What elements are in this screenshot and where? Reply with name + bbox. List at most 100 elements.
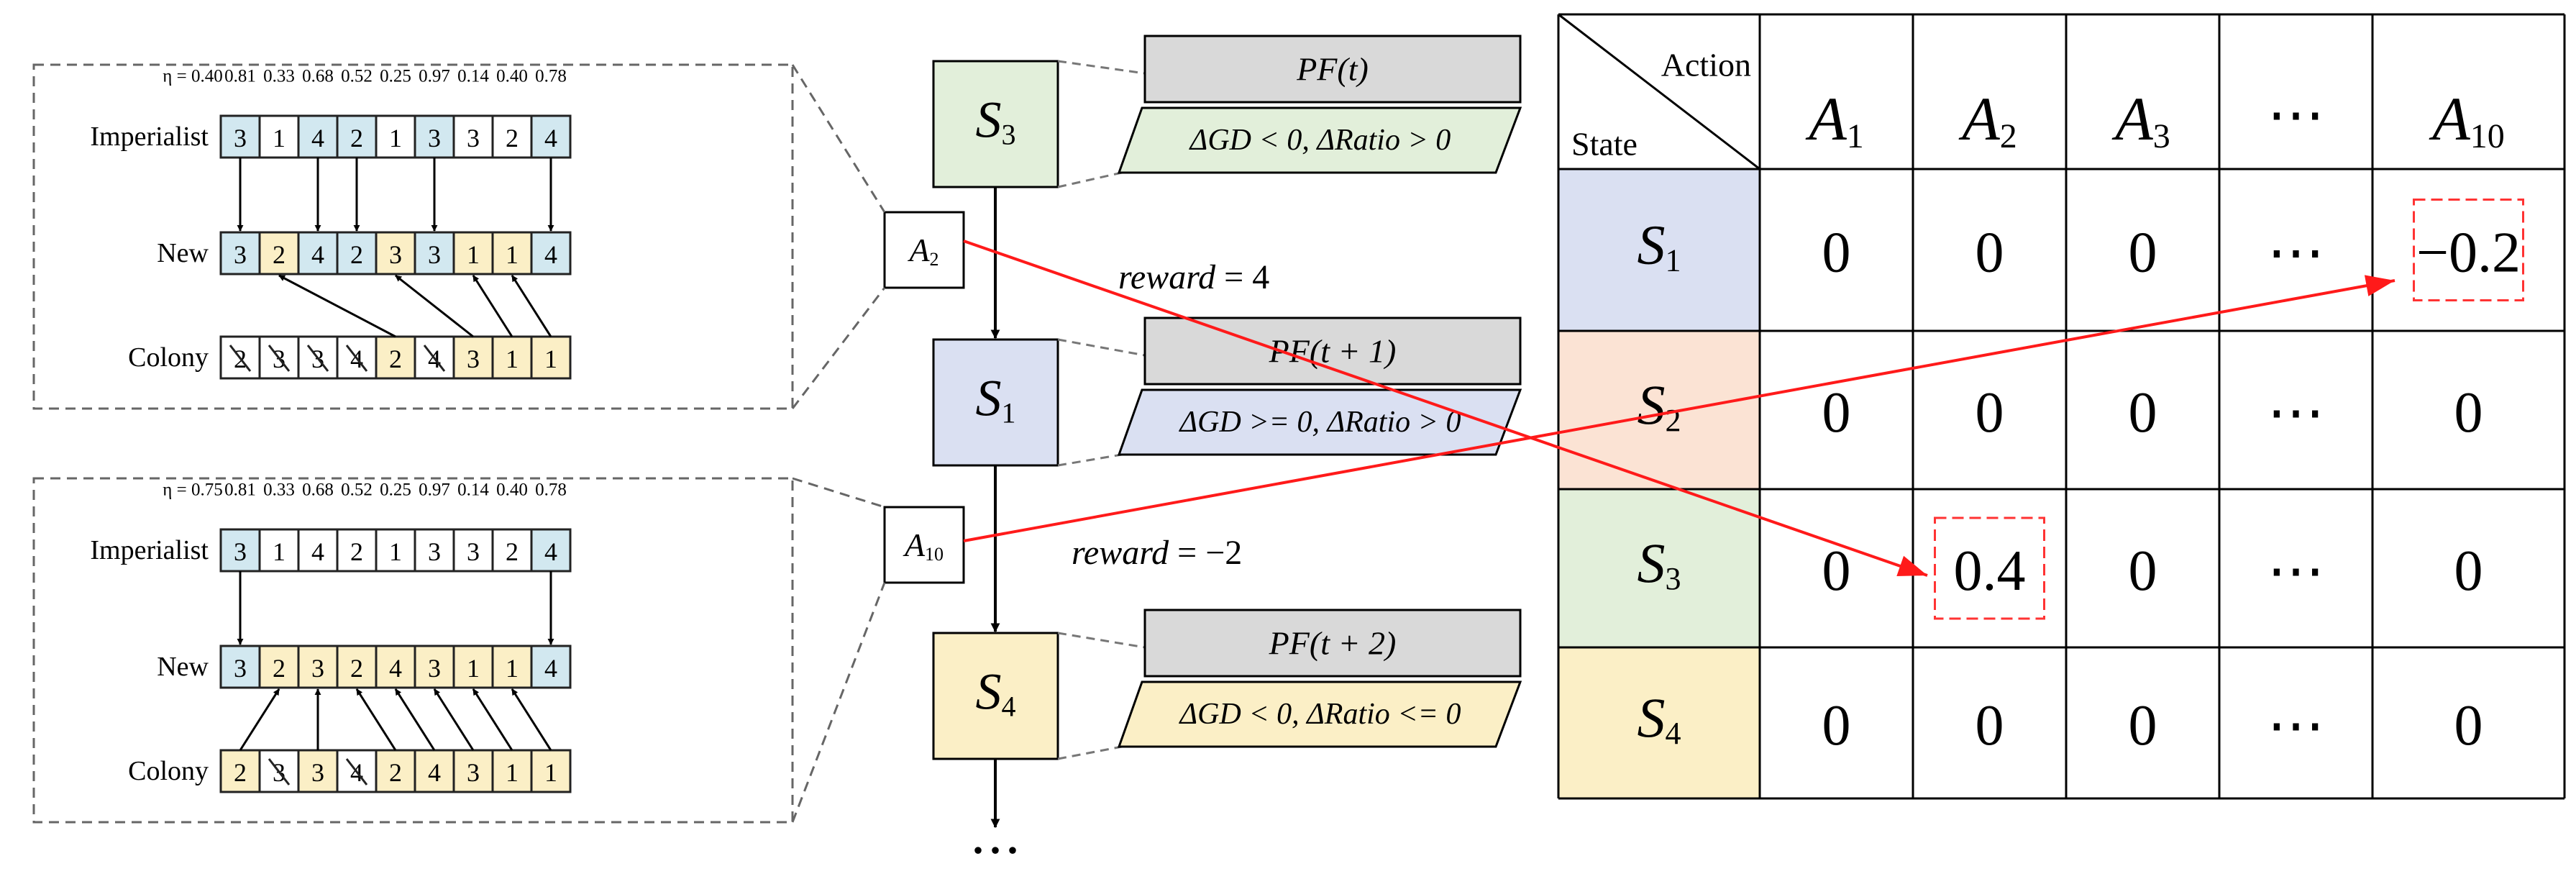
imperialist-gene-value: 2 — [506, 124, 519, 152]
colony-gene-value: 1 — [506, 758, 519, 787]
q-value: 0 — [1822, 539, 1851, 603]
dashed-frame — [32, 63, 794, 410]
imperialist-gene-cell — [258, 528, 300, 573]
fill-arrow — [472, 688, 513, 751]
new-gene-value: 3 — [234, 240, 247, 269]
prob-value: 0.97 — [419, 481, 450, 500]
column-header-2: A2 — [1958, 84, 2017, 155]
q-value: 0 — [2129, 694, 2157, 757]
pf-label: PF(t + 2) — [1269, 625, 1397, 662]
dashed-connector — [791, 287, 886, 409]
colony-gene-cell — [219, 335, 261, 380]
new-gene-cell — [336, 645, 378, 689]
colony-gene-value: 3 — [467, 758, 480, 787]
imperialist-gene-value: 1 — [389, 537, 402, 566]
state-box-1 — [932, 338, 1059, 467]
column-header-10: A10 — [2429, 84, 2505, 155]
fill-arrow — [355, 688, 397, 751]
prob-value: 0.68 — [302, 67, 334, 86]
condition-box — [1117, 106, 1522, 174]
condition-text: ΔGD >= 0, ΔRatio > 0 — [1179, 406, 1461, 439]
imperialist-gene-value: 4 — [544, 124, 557, 152]
updated-cell-highlight — [2413, 199, 2524, 301]
new-gene-cell — [258, 645, 300, 689]
state-header-4: S4 — [1638, 686, 1681, 751]
imperialist-gene-value: 3 — [467, 537, 480, 566]
new-gene-value: 4 — [544, 654, 557, 683]
corner-state-label: State — [1571, 126, 1638, 163]
condition-box — [1117, 680, 1522, 748]
colony-gene-value: 1 — [544, 345, 557, 373]
q-value: 0 — [1822, 222, 1851, 285]
a2-to-s3-arrow-head — [1896, 555, 1927, 577]
colony-gene-value: 2 — [234, 758, 247, 787]
state-row-header — [1558, 331, 1760, 489]
reward-label: reward = 4 — [1118, 258, 1269, 296]
q-value: 0 — [1822, 694, 1851, 757]
gene-strike — [229, 345, 252, 372]
new-gene-value: 1 — [467, 240, 480, 269]
new-gene-cell — [530, 231, 572, 275]
colony-label: Colony — [128, 342, 209, 373]
new-gene-value: 2 — [273, 654, 286, 683]
new-gene-value: 3 — [389, 240, 402, 269]
condition-text: ΔGD < 0, ΔRatio > 0 — [1189, 124, 1451, 157]
colony-gene-cell — [452, 335, 494, 380]
dashed-connector — [792, 477, 885, 509]
q-value: 0.4 — [1954, 539, 2026, 603]
colony-gene-value: 1 — [506, 345, 519, 373]
imperialist-gene-value: 4 — [311, 124, 324, 152]
prob-value: 0.78 — [535, 67, 567, 86]
imperialist-gene-value: 3 — [428, 124, 441, 152]
fill-arrow — [239, 688, 280, 751]
q-value: 0 — [2454, 381, 2483, 445]
q-value: 0 — [2454, 694, 2483, 757]
prob-value: 0.14 — [457, 481, 489, 500]
gene-strike — [423, 345, 446, 372]
colony-label: Colony — [128, 756, 209, 786]
state-row-header — [1558, 489, 1760, 647]
pf-header — [1143, 609, 1522, 678]
state-label-4: S4 — [976, 663, 1016, 723]
prob-value: 0.33 — [263, 67, 295, 86]
prob-value: 0.78 — [535, 481, 567, 500]
new-gene-cell — [530, 645, 572, 689]
q-value: 0 — [1976, 222, 2004, 285]
imperialist-gene-cell — [530, 114, 572, 159]
prob-value: 0.52 — [341, 481, 373, 500]
dashed-connector — [1057, 745, 1123, 760]
colony-gene-cell — [530, 749, 572, 793]
new-gene-value: 3 — [311, 654, 324, 683]
prob-value: 0.14 — [457, 67, 489, 86]
fill-arrow — [395, 274, 474, 338]
column-header-1: A1 — [1805, 84, 1864, 155]
imperialist-label: Imperialist — [90, 122, 209, 152]
new-gene-cell — [219, 645, 261, 689]
state-header-2: S2 — [1638, 373, 1681, 438]
colony-gene-value: 3 — [311, 758, 324, 787]
new-gene-cell — [491, 231, 533, 275]
dashed-connector — [1057, 338, 1146, 357]
imperialist-gene-cell — [491, 114, 533, 159]
prob-value: 0.40 — [496, 481, 528, 500]
q-value: ⋯ — [2267, 381, 2325, 445]
a2-to-s3-arrow — [963, 240, 1928, 577]
state-box-3 — [932, 60, 1059, 188]
q-value: 0 — [1976, 381, 2004, 445]
action-label-2: A2 — [907, 232, 938, 270]
imperialist-gene-value: 3 — [234, 124, 247, 152]
q-value: 0 — [2129, 539, 2157, 603]
colony-gene-value: 1 — [544, 758, 557, 787]
prob-value: 0.81 — [224, 67, 256, 86]
pf-label: PF(t) — [1296, 51, 1369, 88]
new-gene-cell — [297, 645, 339, 689]
imperialist-gene-value: 1 — [389, 124, 402, 152]
q-value: −0.2 — [2416, 222, 2521, 285]
gene-strike — [268, 345, 291, 372]
new-gene-cell — [375, 645, 416, 689]
fill-arrow — [472, 275, 513, 337]
imperialist-gene-cell — [414, 528, 455, 573]
fill-arrow — [511, 275, 552, 337]
